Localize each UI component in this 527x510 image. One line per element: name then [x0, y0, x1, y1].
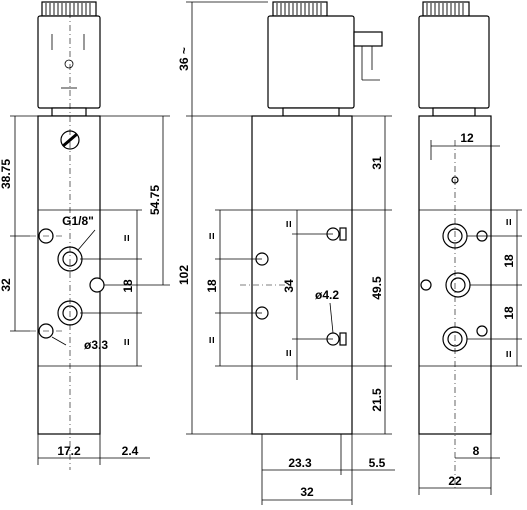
equal-mark-side-top: = — [205, 232, 219, 239]
equal-mark-side-34-bottom: = — [282, 349, 296, 356]
dim-31: 31 — [370, 156, 384, 170]
front-knurl-lines — [45, 3, 91, 15]
front-port-side — [89, 277, 105, 293]
equal-mark-front-top: = — [120, 234, 134, 241]
dim-8: 8 — [473, 444, 480, 458]
hole-4-2-label: ø4.2 — [315, 288, 339, 302]
end-coil — [418, 15, 490, 109]
end-armature-tube — [432, 107, 476, 117]
thread-label: G1/8" — [62, 214, 94, 228]
front-valve-body — [37, 115, 101, 435]
end-side-hole-bottom — [476, 325, 488, 337]
dim-34: 34 — [282, 279, 296, 293]
equal-mark-side-34-top: = — [282, 220, 296, 227]
end-knurled-cap — [422, 1, 470, 17]
dim-102: 102 — [177, 265, 191, 285]
dim-2-4: 2.4 — [122, 444, 139, 458]
dim-22: 22 — [448, 474, 462, 488]
side-valve-body — [251, 115, 353, 435]
dim-12: 12 — [460, 131, 474, 145]
end-knurl-lines — [426, 3, 464, 15]
front-armature-tube — [51, 107, 87, 117]
equal-mark-end-top: = — [502, 218, 516, 225]
equal-mark-end-bottom: = — [502, 350, 516, 357]
dim-32-left: 32 — [0, 278, 13, 292]
dim-23-3: 23.3 — [288, 456, 312, 470]
equal-mark-front-bottom: = — [120, 338, 134, 345]
dim-18-side: 18 — [205, 279, 219, 293]
dim-54-75: 54.75 — [148, 185, 162, 215]
side-connector-blade — [353, 31, 383, 47]
dim-49-5: 49.5 — [370, 276, 384, 300]
dim-5-5: 5.5 — [369, 456, 386, 470]
side-coil — [267, 15, 355, 109]
dim-36: 36 ~ — [177, 47, 191, 71]
dim-17-2: 17.2 — [57, 444, 81, 458]
dim-21-5: 21.5 — [370, 388, 384, 412]
end-side-hole-mid — [420, 279, 432, 291]
side-knurl-lines — [276, 3, 322, 15]
front-connector-screw-icon — [64, 59, 74, 69]
dim-32-width: 32 — [300, 485, 314, 499]
dim-18-front: 18 — [121, 279, 135, 293]
end-view: 12 = 18 18 = 8 22 — [418, 1, 522, 495]
equal-mark-side-bottom: = — [205, 336, 219, 343]
dim-18-end-bottom: 18 — [502, 306, 516, 320]
front-view: 38.75 32 54.75 18 = = G1/8" ø3.3 17.2 2.… — [0, 1, 170, 470]
side-view: 36 ~ 102 18 = = 34 = = ø4.2 31 49.5 21.5… — [177, 1, 395, 505]
hole-3-3-label: ø3.3 — [84, 338, 108, 352]
front-coil-connector — [37, 15, 101, 109]
dim-18-end-top: 18 — [502, 254, 516, 268]
side-armature-tube — [282, 107, 340, 117]
dim-38-75: 38.75 — [0, 159, 13, 189]
